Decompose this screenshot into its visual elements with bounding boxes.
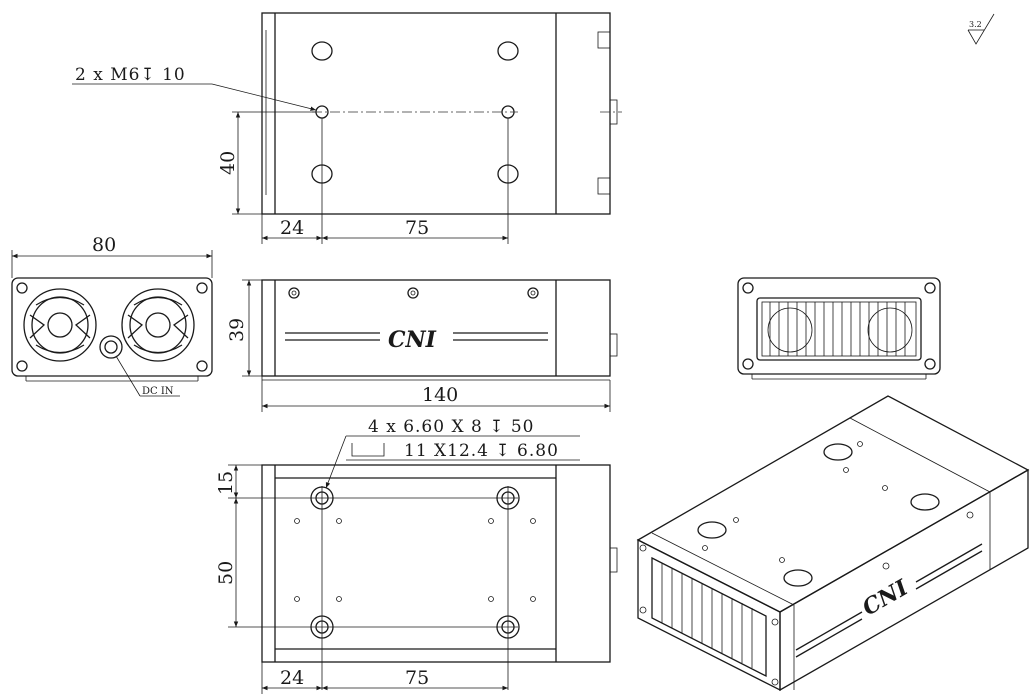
dc-jack: DC IN	[99, 335, 180, 397]
dim-80: 80	[92, 234, 116, 256]
isometric-view: CNI	[636, 395, 1030, 692]
bottom-dim-horizontal: 24 75	[261, 662, 508, 694]
top-dim-height: 40	[217, 111, 316, 215]
side-view: CNI 39 140	[226, 279, 618, 412]
bottom-dim-top: 15	[215, 464, 262, 498]
fan-right	[121, 288, 195, 362]
brand-logo-iso: CNI	[858, 574, 913, 621]
bottom-callout: 4 x 6.60 X 8 ↧ 50 11 X12.4 ↧ 6.80	[325, 417, 580, 489]
side-dim-height: 39	[226, 279, 262, 377]
side-dim-length: 140	[261, 380, 611, 412]
bottom-dim-height: 50	[215, 498, 239, 627]
rear-view	[737, 277, 941, 380]
fan-left	[23, 288, 97, 362]
front-view: DC IN 80	[11, 234, 213, 397]
bottom-view: 4 x 6.60 X 8 ↧ 50 11 X12.4 ↧ 6.80 15 50 …	[215, 417, 618, 694]
dim-40: 40	[217, 151, 239, 175]
dim-15: 15	[215, 471, 237, 495]
dim-140: 140	[422, 384, 458, 406]
dim-24-top: 24	[280, 217, 304, 239]
top-view: 2 x M6↧ 10 40 24 75	[72, 12, 622, 244]
top-dim-horizontal: 24 75	[261, 118, 509, 244]
brand-logo-side: CNI	[388, 327, 437, 353]
bottom-callout-line2: 11 X12.4 ↧ 6.80	[404, 441, 559, 461]
dim-24-bottom: 24	[280, 667, 304, 689]
dim-39: 39	[226, 318, 248, 342]
rear-grille	[767, 302, 913, 356]
top-callout: 2 x M6↧ 10	[72, 65, 317, 111]
dim-75-bottom: 75	[405, 667, 429, 689]
iso-grille	[661, 563, 753, 668]
surface-finish-value: 3.2	[969, 20, 982, 29]
dim-75-top: 75	[405, 217, 429, 239]
top-callout-text: 2 x M6↧ 10	[75, 65, 186, 85]
bottom-callout-line1: 4 x 6.60 X 8 ↧ 50	[368, 417, 534, 437]
front-dim-width: 80	[11, 234, 213, 278]
dim-50: 50	[215, 561, 237, 585]
surface-finish-symbol: 3.2	[967, 13, 995, 45]
dc-in-label: DC IN	[142, 386, 174, 397]
